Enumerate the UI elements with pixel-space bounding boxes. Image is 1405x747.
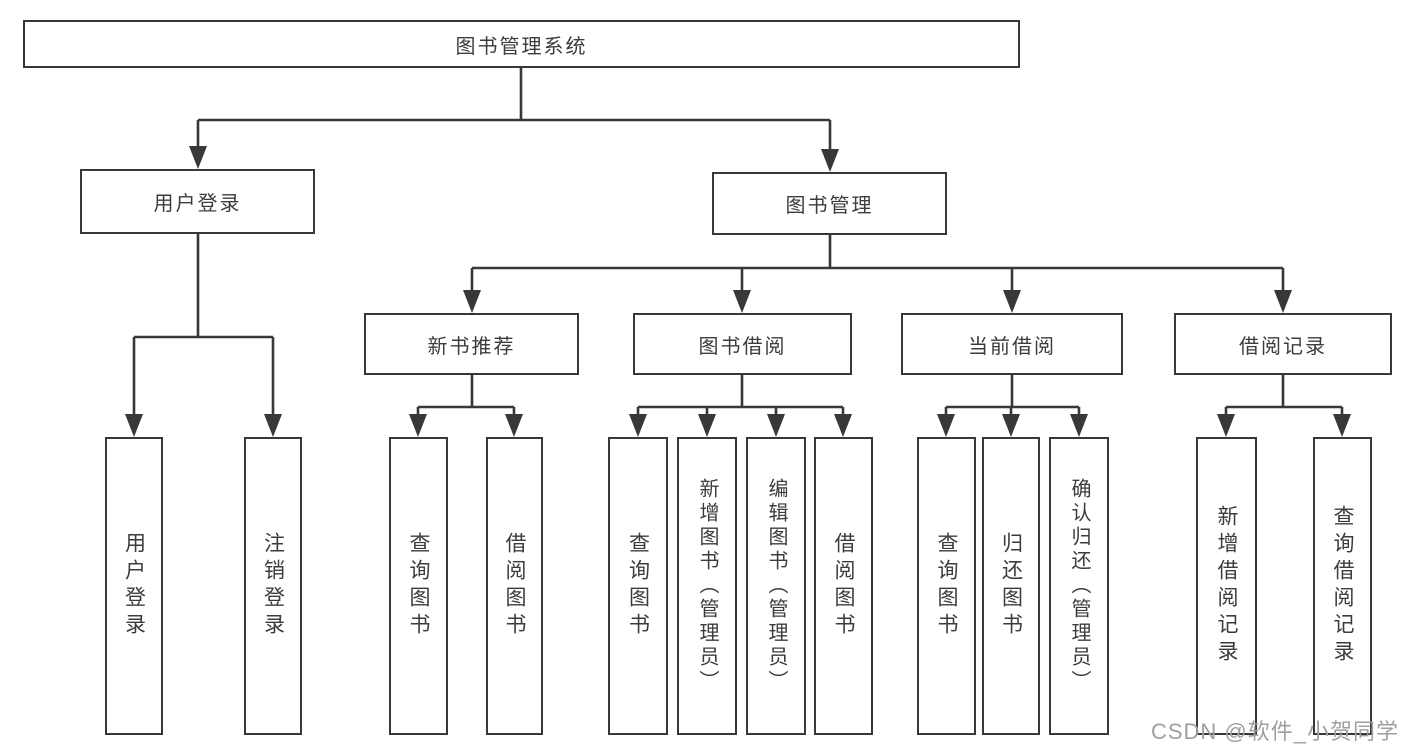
node-borrow-records-label: 借阅记录 (1239, 335, 1327, 358)
leaf-confirm-return-admin: 确认归还（管理员） (1049, 437, 1109, 735)
leaf-borrow-books-recommend-label: 借阅图书 (503, 532, 526, 640)
leaf-borrow-books-recommend: 借阅图书 (486, 437, 543, 735)
leaf-edit-book-admin-label: 编辑图书（管理员） (765, 478, 787, 694)
leaf-user-login: 用户登录 (105, 437, 163, 735)
node-book-borrow-label: 图书借阅 (698, 335, 787, 358)
leaf-add-book-admin: 新增图书（管理员） (677, 437, 737, 735)
leaf-query-books-borrow: 查询图书 (608, 437, 668, 735)
leaf-return-books-label: 归还图书 (999, 532, 1023, 640)
node-book-management-label: 图书管理 (785, 195, 874, 217)
node-book-management: 图书管理 (712, 172, 947, 235)
node-library-system-label: 图书管理系统 (455, 35, 588, 58)
leaf-query-borrow-record: 查询借阅记录 (1313, 437, 1372, 735)
leaf-query-books-current: 查询图书 (917, 437, 976, 735)
leaf-return-books: 归还图书 (982, 437, 1040, 735)
node-new-book-recommend: 新书推荐 (364, 313, 579, 375)
connector-borrow-to-leaves (636, 375, 845, 420)
leaf-add-borrow-record: 新增借阅记录 (1196, 437, 1257, 735)
leaf-query-books-recommend: 查询图书 (389, 437, 448, 735)
connector-current-to-leaves (944, 375, 1081, 420)
connector-root-to-level2 (196, 68, 832, 154)
node-user-login-label: 用户登录 (153, 193, 242, 215)
csdn-watermark: CSDN @软件_小贺同学 (1150, 719, 1399, 744)
node-borrow-records: 借阅记录 (1174, 313, 1392, 375)
leaf-confirm-return-admin-label: 确认归还（管理员） (1068, 478, 1090, 694)
node-current-borrow: 当前借阅 (901, 313, 1123, 375)
node-current-borrow-label: 当前借阅 (968, 335, 1056, 358)
node-book-borrow: 图书借阅 (633, 313, 852, 375)
leaf-add-borrow-record-label: 新增借阅记录 (1215, 505, 1238, 667)
node-library-system: 图书管理系统 (23, 20, 1020, 68)
leaf-logout-login-label: 注销登录 (261, 532, 285, 640)
leaf-logout-login: 注销登录 (244, 437, 302, 735)
node-new-book-recommend-label: 新书推荐 (427, 335, 516, 358)
leaf-query-books-borrow-label: 查询图书 (626, 532, 650, 640)
leaf-query-books-recommend-label: 查询图书 (407, 532, 430, 640)
leaf-borrow-books: 借阅图书 (814, 437, 873, 735)
leaf-query-borrow-record-label: 查询借阅记录 (1331, 505, 1354, 667)
leaf-query-books-current-label: 查询图书 (935, 532, 958, 640)
node-user-login: 用户登录 (80, 169, 315, 234)
leaf-user-login-label: 用户登录 (122, 532, 146, 640)
connector-userlogin-to-leaves (132, 234, 275, 420)
leaf-edit-book-admin: 编辑图书（管理员） (746, 437, 806, 735)
connector-newbook-to-leaves (416, 375, 516, 420)
leaf-add-book-admin-label: 新增图书（管理员） (696, 478, 718, 694)
connector-bookmgmt-to-level3 (470, 235, 1285, 296)
connector-records-to-leaves (1224, 375, 1344, 420)
leaf-borrow-books-label: 借阅图书 (832, 532, 855, 640)
